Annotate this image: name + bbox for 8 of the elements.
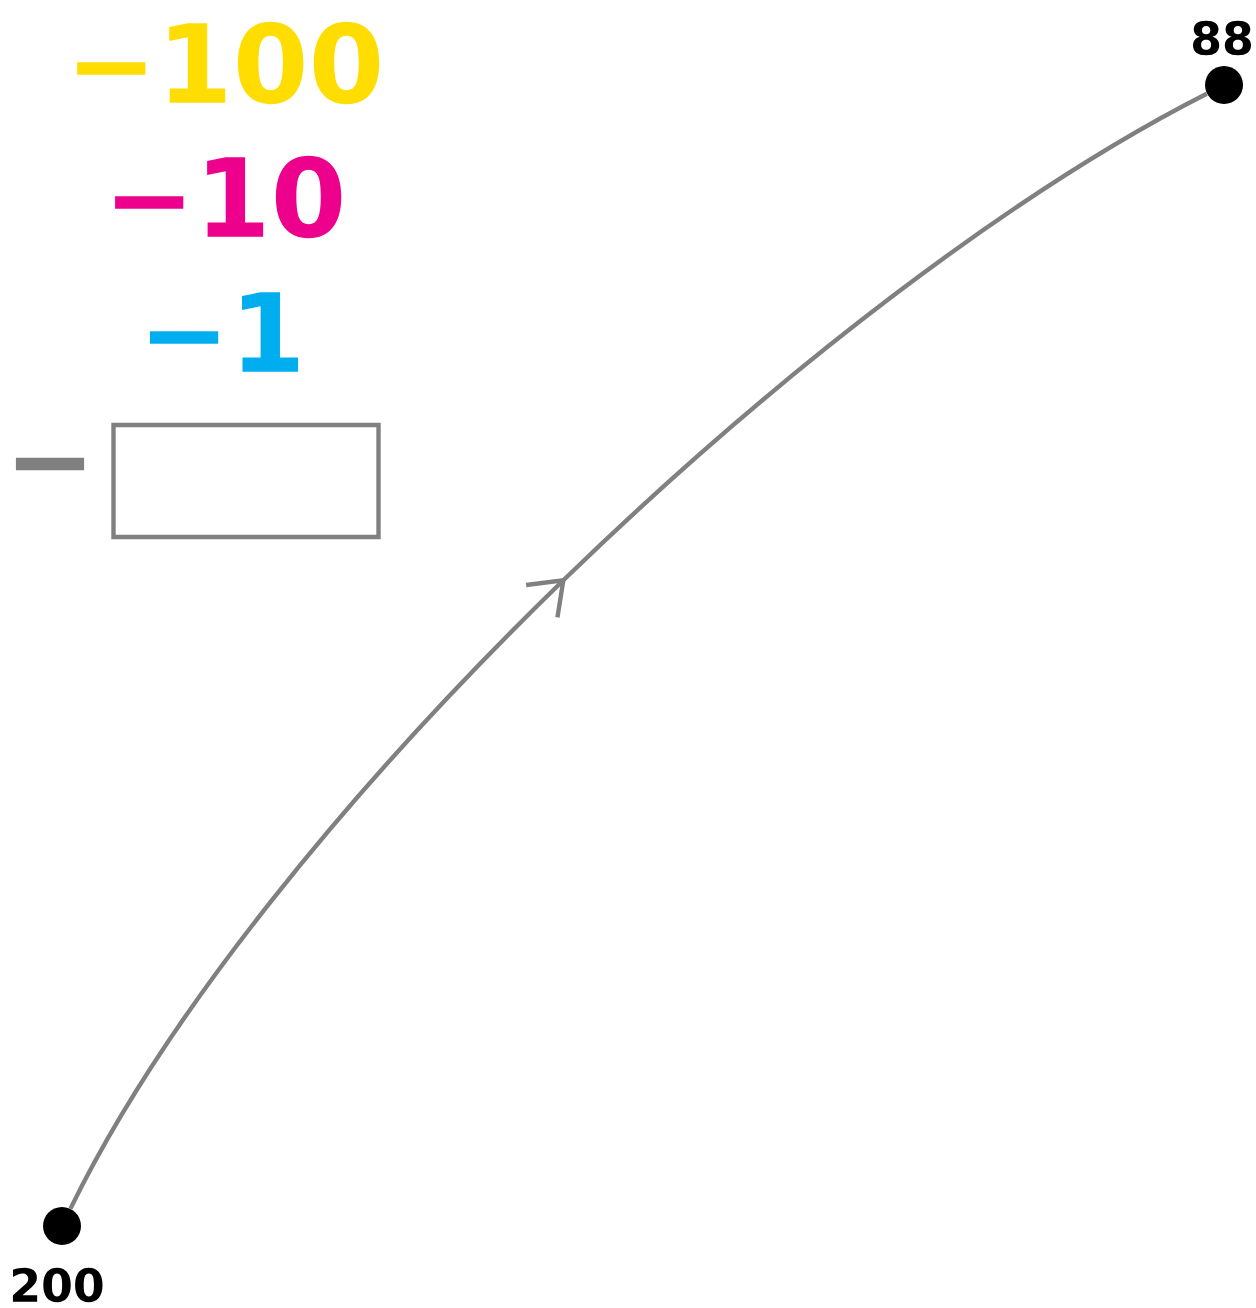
dot — [1205, 66, 1243, 104]
dot — [43, 1207, 81, 1245]
minus-sign: − — [15, 457, 85, 471]
point-label: 200 — [12, 1267, 103, 1303]
number-label: −10 — [115, 155, 342, 239]
number-label: −100 — [77, 21, 380, 105]
answer-box — [111, 422, 381, 540]
point-label: 88 — [1193, 20, 1251, 56]
